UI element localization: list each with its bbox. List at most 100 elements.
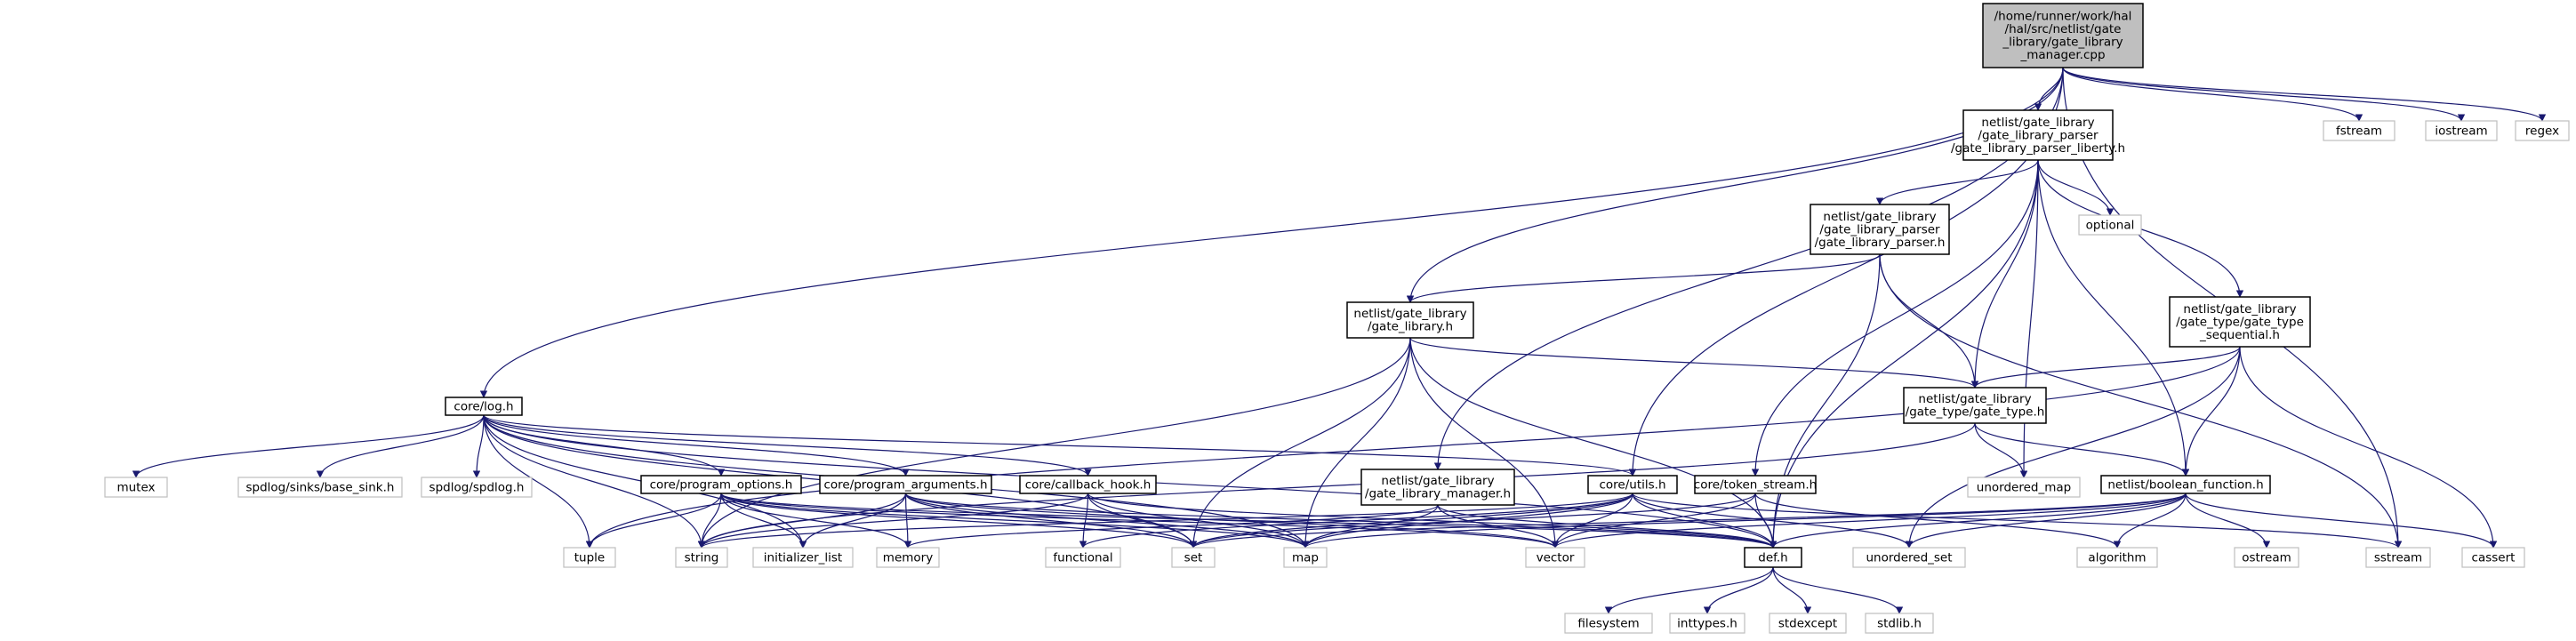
node-box [1694, 475, 1817, 494]
node-gate-library[interactable]: netlist/gate_library/gate_library.h [1346, 301, 1474, 339]
node-label-line: /gate_library_parser.h [1815, 236, 1946, 250]
node-manager-h[interactable]: netlist/gate_library/gate_library_manage… [1360, 469, 1515, 506]
node-box [2515, 120, 2570, 141]
node-log[interactable]: core/log.h [445, 397, 523, 416]
edge-log-to-base_sink [316, 414, 485, 478]
node-label-line: core/log.h [453, 399, 513, 413]
node-box [2078, 214, 2142, 236]
node-label-line: mutex [116, 480, 155, 494]
edge-parser_liberty-to-token_stream [1751, 159, 2039, 477]
node-map: map [1283, 547, 1328, 568]
node-inttypes: inttypes.h [1669, 613, 1745, 634]
node-box [2234, 547, 2299, 568]
edge-utils-to-string [698, 493, 1633, 549]
edge-def-to-stdexcept [1772, 566, 1812, 614]
node-program-options[interactable]: core/program_options.h [640, 475, 802, 494]
node-parser-liberty[interactable]: netlist/gate_library/gate_library_parser… [1951, 109, 2125, 161]
node-label-line: filesystem [1577, 616, 1639, 630]
edge-program_options-to-string [697, 493, 722, 549]
node-gate-type[interactable]: netlist/gate_library/gate_type/gate_type… [1903, 387, 2047, 424]
edge-parser-to-gate_type [1879, 253, 1979, 389]
node-label-line: /gate_library_parser_liberty.h [1951, 141, 2125, 156]
edge-gate_type-to-boolean_function [1974, 422, 2190, 477]
node-box [2425, 120, 2498, 141]
edge-program_options-to-initializer_list [720, 493, 807, 549]
node-callback-hook[interactable]: core/callback_hook.h [1019, 475, 1157, 494]
edge-gate_type_seq-to-tuple [585, 346, 2241, 549]
node-program-arguments[interactable]: core/program_arguments.h [819, 475, 992, 494]
node-box [1744, 547, 1802, 568]
node-box [445, 397, 523, 416]
node-label-line: algorithm [2088, 550, 2146, 565]
node-box [1865, 613, 1934, 634]
node-label-line: /home/runner/work/hal [1994, 10, 2132, 24]
node-label-line: /gate_library_manager.h [1365, 487, 1511, 501]
node-label-line: def.h [1758, 550, 1788, 565]
edge-boolean_function-to-cassert [2185, 493, 2498, 549]
node-token-stream[interactable]: core/token_stream.h [1694, 475, 1817, 494]
edge-utils-to-sstream [1632, 493, 2402, 549]
node-label-line: inttypes.h [1677, 616, 1737, 630]
node-sstream: sstream [2365, 547, 2431, 568]
node-box [876, 547, 940, 568]
node-box [752, 547, 854, 568]
node-label-line: fstream [2336, 124, 2382, 138]
edge-token_stream-to-algorithm [1754, 493, 2122, 549]
node-box [1669, 613, 1745, 634]
node-def[interactable]: def.h [1744, 547, 1802, 568]
node-label-line: set [1184, 550, 1203, 565]
edge-log-to-utils [483, 414, 1636, 477]
edge-log-to-program_arguments [483, 414, 910, 477]
edge-utils-to-functional [1079, 493, 1633, 549]
edge-program_arguments-to-def [904, 493, 1777, 549]
edge-parser_liberty-to-parser [1875, 159, 2039, 205]
node-box [2323, 120, 2395, 141]
node-initializer-list: initializer_list [752, 547, 854, 568]
node-box [675, 547, 728, 568]
node-optional: optional [2078, 214, 2142, 236]
node-parser[interactable]: netlist/gate_library/gate_library_parser… [1810, 204, 1950, 255]
node-root[interactable]: /home/runner/work/hal/hal/src/netlist/ga… [1982, 3, 2144, 68]
node-gate-type-seq[interactable]: netlist/gate_library/gate_type/gate_type… [2169, 296, 2311, 348]
node-label-line: optional [2086, 218, 2135, 232]
edge-gate_type_seq-to-unordered_set [1905, 346, 2241, 549]
edge-program_arguments-to-map [904, 493, 1310, 549]
node-utils[interactable]: core/utils.h [1587, 475, 1678, 494]
node-box [421, 477, 533, 498]
edge-parser-to-gate_library [1406, 253, 1881, 303]
node-label-line: initializer_list [764, 550, 842, 565]
node-box [1852, 547, 1966, 568]
edge-callback_hook-to-functional [1079, 493, 1089, 549]
edge-boolean_function-to-unordered_set [1905, 493, 2187, 549]
node-label-line: /gate_library_parser [1819, 222, 1940, 236]
node-spdlog: spdlog/spdlog.h [421, 477, 533, 498]
edge-program_options-to-memory [720, 493, 912, 549]
edge-manager_h-to-def [1437, 504, 1778, 549]
node-fstream: fstream [2323, 120, 2395, 141]
edge-boolean_function-to-algorithm [2113, 493, 2187, 549]
edge-program_arguments-to-memory [903, 493, 912, 549]
edge-parser_liberty-to-optional [2037, 159, 2115, 216]
edge-parser-to-sstream [1879, 253, 2403, 549]
edge-boolean_function-to-vector [1551, 493, 2187, 549]
edge-parser_liberty-to-gate_type [1970, 159, 2039, 389]
edge-root-to-fstream [2062, 67, 2363, 122]
node-label-line: spdlog/spdlog.h [429, 480, 525, 494]
node-label-line: stdlib.h [1877, 616, 1922, 630]
node-box [640, 475, 802, 494]
node-iostream: iostream [2425, 120, 2498, 141]
edge-program_options-to-def [720, 493, 1777, 549]
node-boolean-function[interactable]: netlist/boolean_function.h [2100, 475, 2271, 494]
node-functional: functional [1045, 547, 1121, 568]
node-regex: regex [2515, 120, 2570, 141]
edge-def-to-stdlib [1772, 566, 1904, 614]
edge-gate_library-to-gate_type [1409, 337, 1979, 389]
node-label-line: netlist/boolean_function.h [2107, 477, 2263, 492]
node-filesystem: filesystem [1564, 613, 1653, 634]
edge-gate_type_seq-to-boolean_function [2181, 346, 2241, 477]
node-label-line: map [1292, 550, 1319, 565]
node-box [1360, 469, 1515, 506]
nodes-layer: /home/runner/work/hal/hal/src/netlist/ga… [104, 3, 2570, 634]
node-label-line: ostream [2242, 550, 2291, 565]
node-box [563, 547, 616, 568]
